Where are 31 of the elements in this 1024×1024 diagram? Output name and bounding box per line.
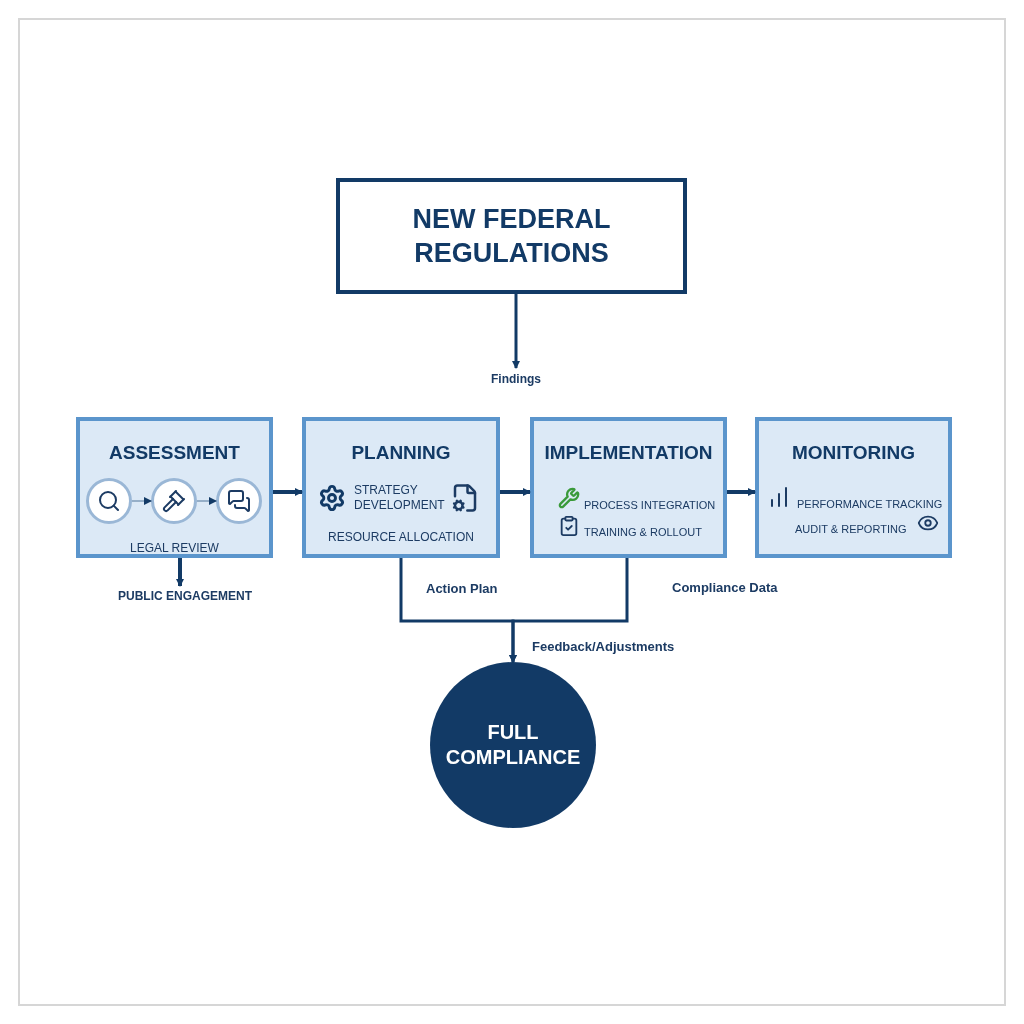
node-label: PUBLIC ENGAGEMENT <box>118 588 252 605</box>
arrow <box>176 558 184 587</box>
arrow <box>273 488 303 496</box>
process-box <box>530 417 727 558</box>
box-heading: PLANNING <box>351 442 451 463</box>
arrow <box>131 497 152 505</box>
edge-label: Action Plan <box>426 581 498 596</box>
box-heading: MONITORING <box>791 442 916 463</box>
box-item: AUDIT & REPORTING <box>795 523 907 535</box>
title-text: NEW FEDERAL REGULATIONS <box>411 203 612 270</box>
box-item: RESOURCE ALLOCATION <box>328 530 474 544</box>
process-box <box>755 417 952 558</box>
arrow <box>500 488 531 496</box>
node-label: Findings <box>491 371 541 388</box>
arrow <box>196 497 217 505</box>
box-item: STRATEGY DEVELOPMENT <box>354 483 444 513</box>
process-box <box>76 417 273 558</box>
arrow <box>512 294 520 369</box>
process-box <box>302 417 500 558</box>
box-item: TRAINING & ROLLOUT <box>584 526 702 538</box>
box-item: PERFORMANCE TRACKING <box>797 498 943 510</box>
edge-label: Compliance Data <box>672 580 778 595</box>
annotation-text: Feedback/Adjustments <box>532 639 675 654</box>
arrow <box>727 488 756 496</box>
box-item: PROCESS INTEGRATION <box>584 499 716 511</box>
box-heading: IMPLEMENTATION <box>544 442 713 463</box>
arrow <box>509 558 629 663</box>
box-item: LEGAL REVIEW <box>130 541 219 555</box>
box-heading: ASSESSMENT <box>109 442 240 463</box>
circle-text: FULL COMPLIANCE <box>445 720 581 770</box>
title-box <box>336 178 687 294</box>
